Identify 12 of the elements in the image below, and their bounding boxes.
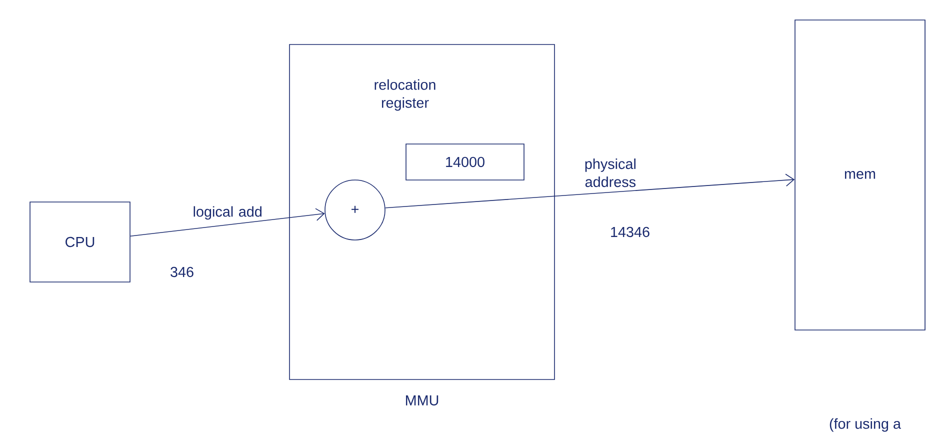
register-label: relocation register (374, 79, 436, 111)
memory-box: mem (794, 20, 926, 330)
node-label: MMU (406, 395, 438, 406)
edge-label: physical address (585, 158, 636, 188)
arrow (384, 174, 795, 208)
register-box: 14000 (406, 144, 524, 180)
cpu-box: CPU (30, 202, 130, 282)
note-text: (for using a (830, 418, 901, 432)
edge-label: logical add (194, 206, 262, 220)
address-value: 14346 (611, 226, 650, 238)
address-value: 346 (170, 266, 194, 278)
arrow (130, 208, 325, 237)
